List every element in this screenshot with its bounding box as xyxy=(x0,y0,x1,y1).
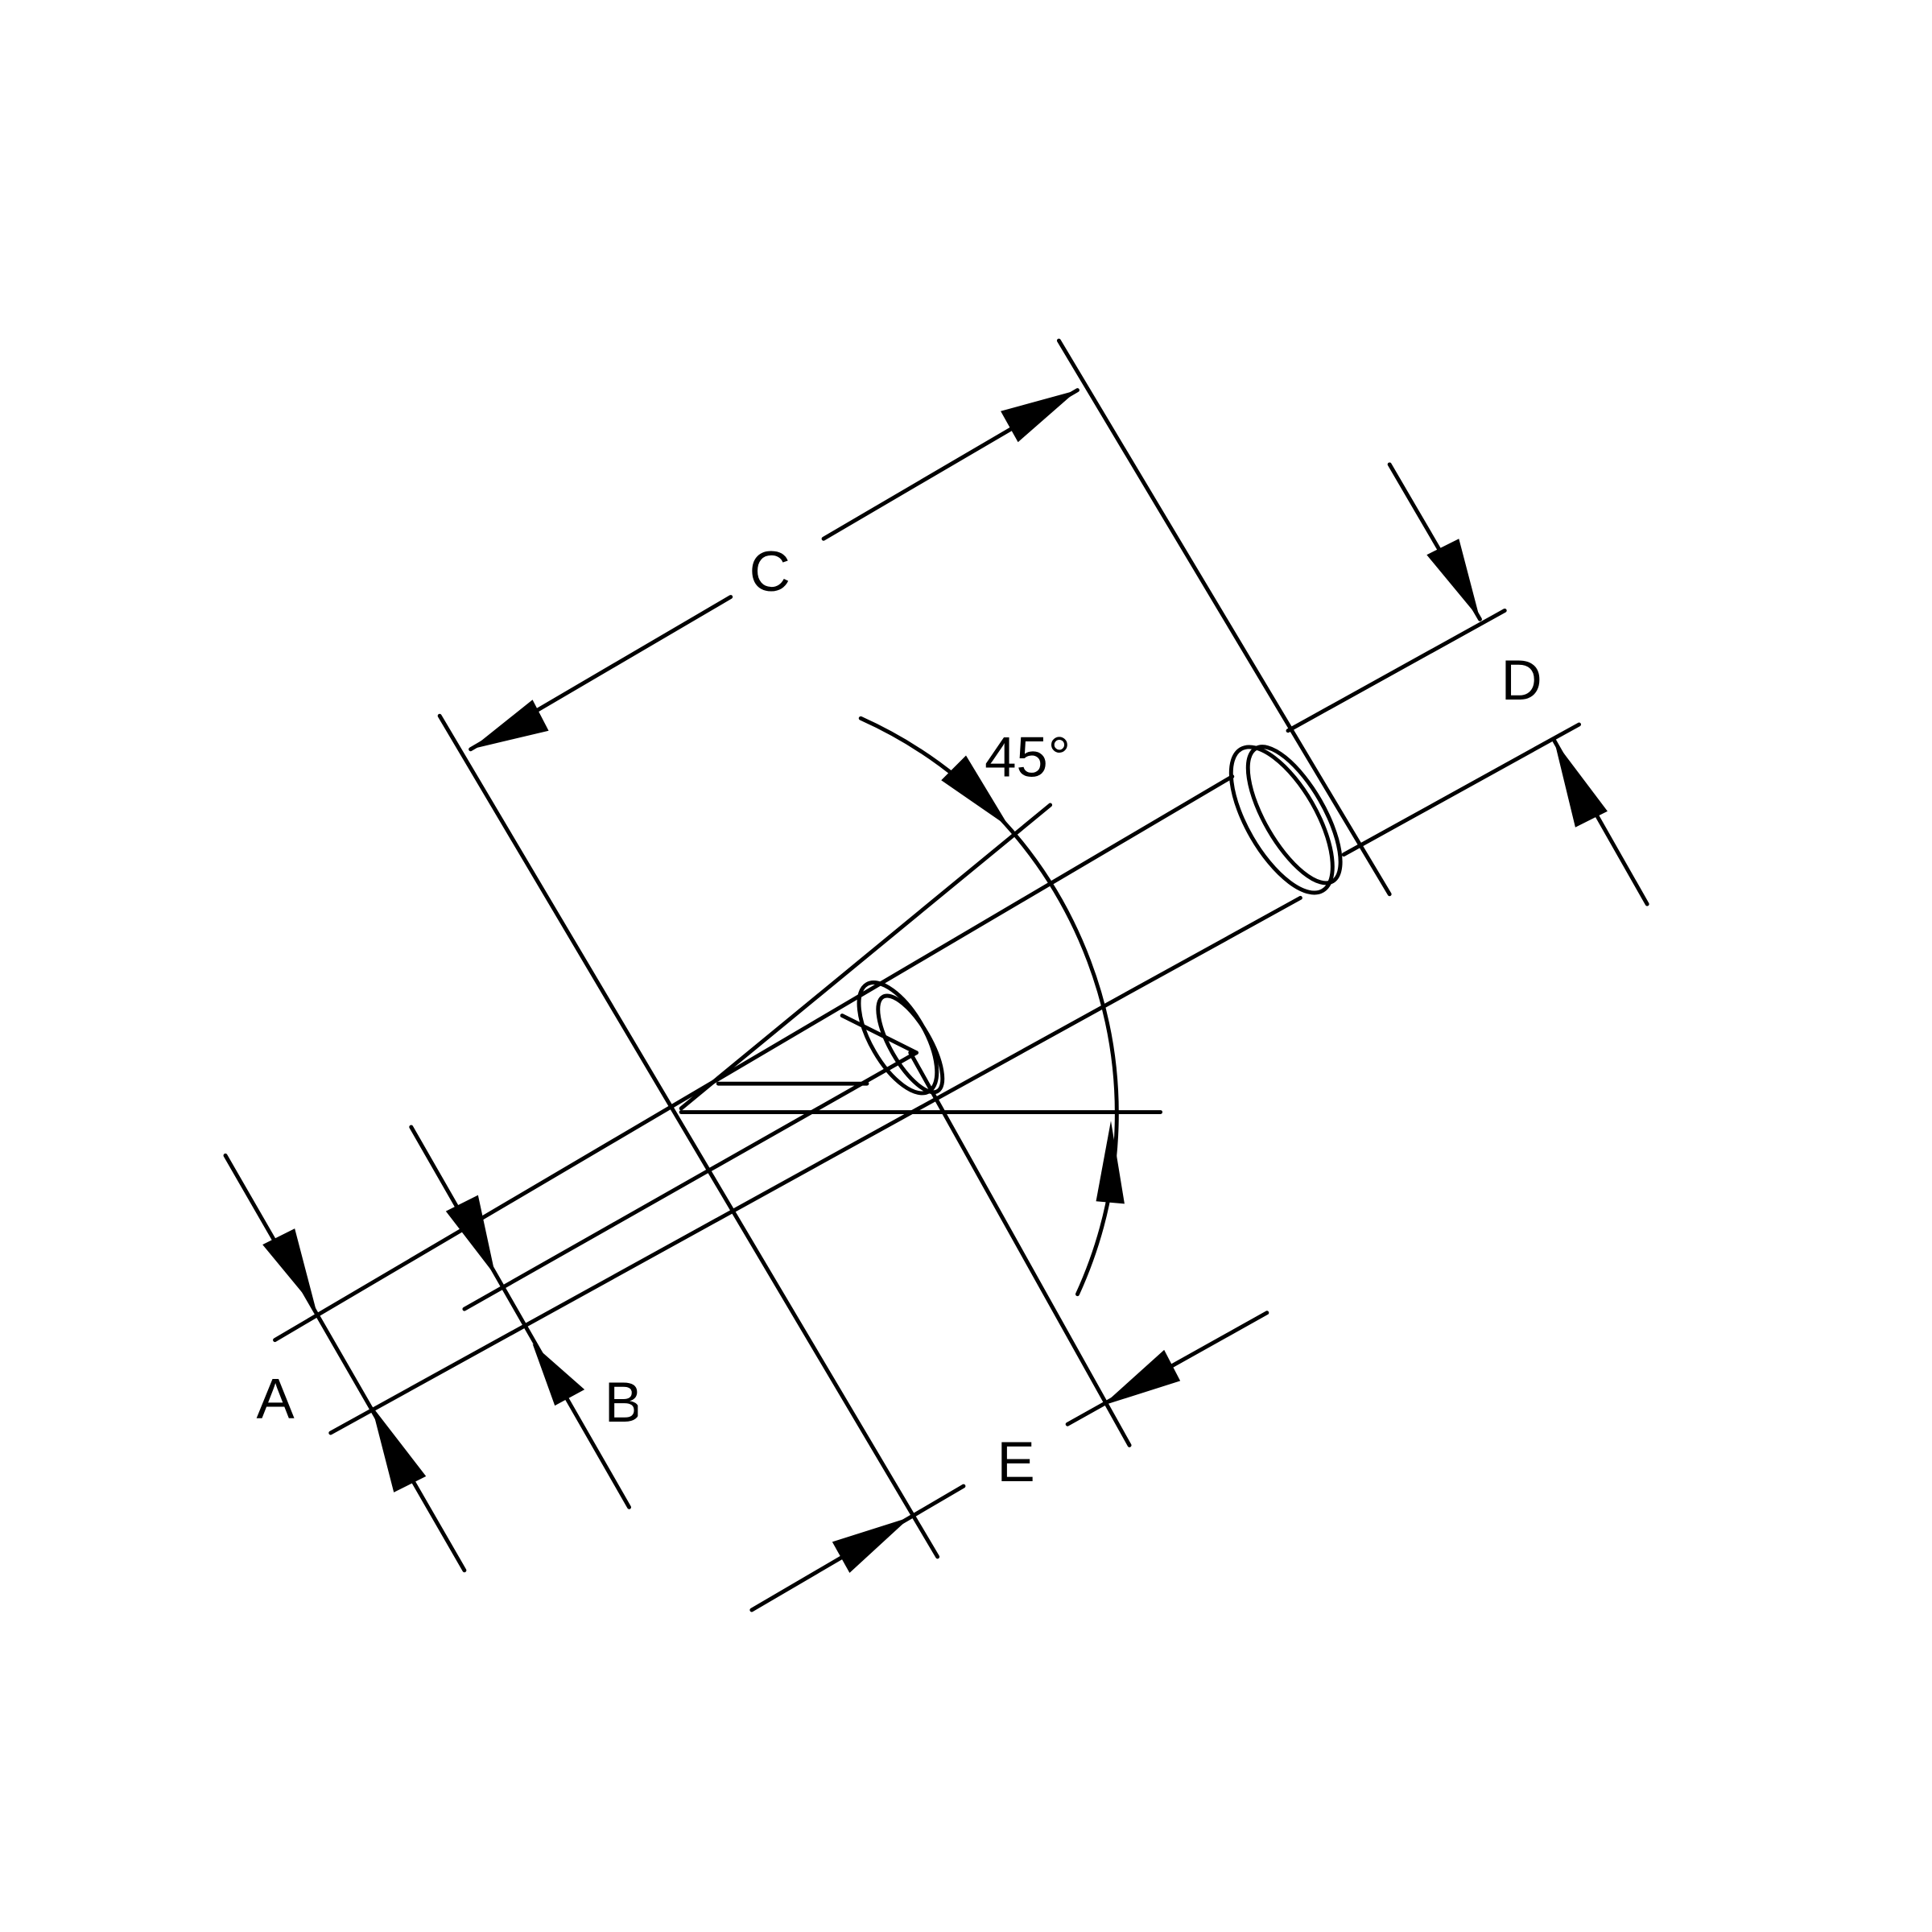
small-collar-inner xyxy=(876,993,945,1095)
label-angle: 45° xyxy=(985,725,1071,789)
inner-line xyxy=(462,1051,919,1311)
dimension-a: A xyxy=(223,1153,467,1573)
lower-outline xyxy=(328,895,1302,1435)
label-b: B xyxy=(605,1370,642,1434)
cone-edge xyxy=(679,803,1053,1111)
dimension-d: D xyxy=(1286,462,1649,906)
cone-facet-2 xyxy=(840,1013,919,1055)
angle-dimension: 45° xyxy=(858,716,1125,1297)
large-collar-inner xyxy=(1245,745,1343,886)
label-a: A xyxy=(256,1367,295,1430)
large-collar xyxy=(1228,745,1335,895)
tip-body xyxy=(273,745,1343,1435)
label-e: E xyxy=(997,1430,1034,1493)
dimension-c: C xyxy=(437,338,1392,1559)
dimension-e: E xyxy=(749,1051,1269,1612)
label-d: D xyxy=(1501,648,1542,712)
dimension-b: B xyxy=(409,1125,642,1509)
upper-outline xyxy=(273,774,1235,1343)
label-c: C xyxy=(749,539,791,603)
